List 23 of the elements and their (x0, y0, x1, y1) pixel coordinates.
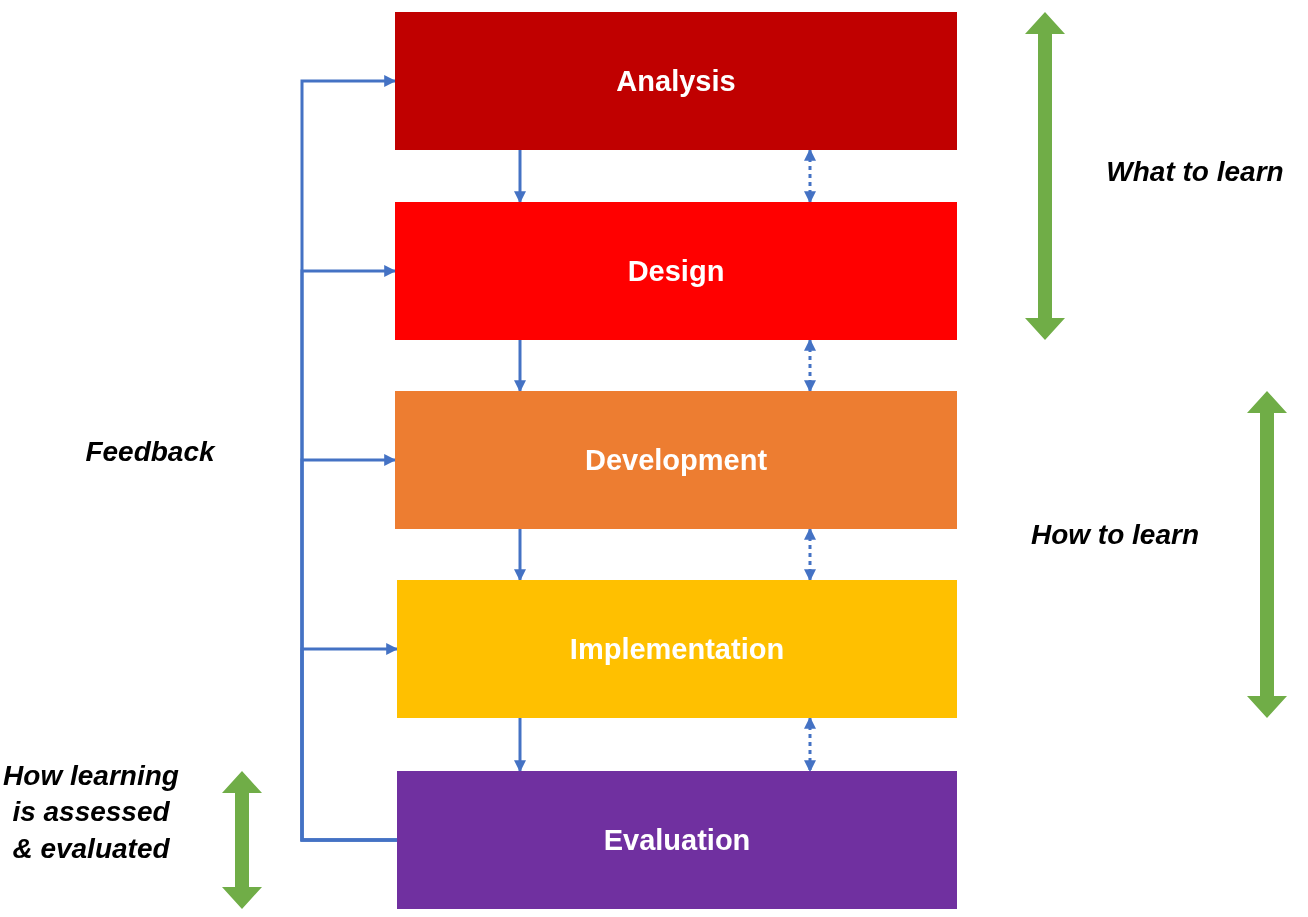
arrow (514, 718, 526, 773)
arrow (514, 529, 526, 582)
stage-label: Development (584, 443, 768, 477)
side-note: How to learn (1030, 518, 1200, 552)
arrow (514, 340, 526, 393)
arrow (514, 150, 526, 204)
stage-box (397, 580, 957, 718)
dotted-arrow (804, 338, 816, 393)
dotted-arrow (804, 716, 816, 773)
dotted-arrow (804, 148, 816, 204)
side-note: What to learn (1105, 155, 1285, 189)
side-note: How learning is assessed & evaluated (2, 759, 180, 866)
stage-label: Design (627, 254, 725, 288)
side-note: Feedback (84, 435, 217, 469)
dotted-arrow (804, 527, 816, 582)
stage-label: Evaluation (603, 823, 751, 857)
stage-label: Implementation (569, 632, 785, 666)
stage-box (397, 771, 957, 909)
feedback-arrow (300, 643, 399, 842)
stage-label: Analysis (616, 64, 736, 98)
stage-box (395, 202, 957, 340)
stage-box (395, 391, 957, 529)
stage-box (395, 12, 957, 150)
